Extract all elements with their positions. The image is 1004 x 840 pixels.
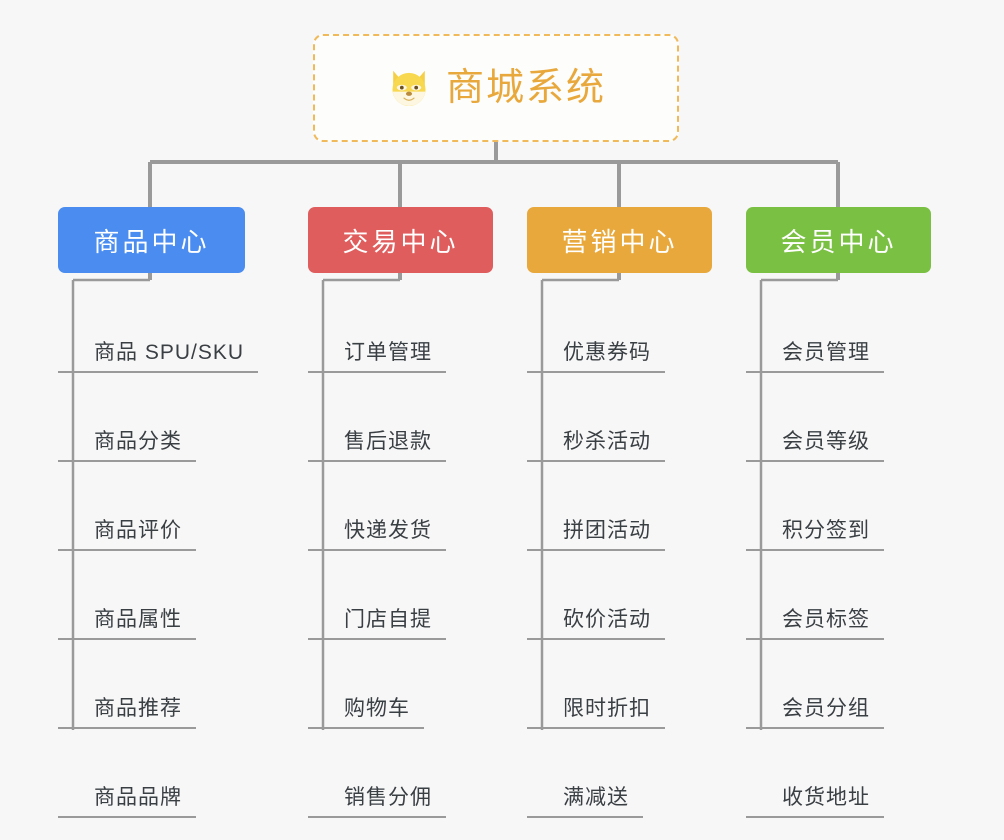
leaf-list-member-center: 会员管理会员等级积分签到会员标签会员分组收货地址 (746, 273, 931, 818)
list-item[interactable]: 销售分佣 (308, 729, 446, 818)
list-item[interactable]: 商品品牌 (58, 729, 196, 818)
root-node[interactable]: 商城系统 (313, 34, 679, 142)
leaf-label: 会员标签 (746, 607, 884, 640)
leaf-label: 拼团活动 (527, 518, 665, 551)
list-item[interactable]: 优惠券码 (527, 284, 665, 373)
list-item[interactable]: 砍价活动 (527, 551, 665, 640)
list-item[interactable]: 秒杀活动 (527, 373, 665, 462)
category-header-trade-center[interactable]: 交易中心 (308, 207, 493, 273)
list-item[interactable]: 商品属性 (58, 551, 196, 640)
leaf-label: 商品属性 (58, 607, 196, 640)
list-item[interactable]: 积分签到 (746, 462, 884, 551)
leaf-label: 售后退款 (308, 429, 446, 462)
list-item[interactable]: 满减送 (527, 729, 643, 818)
list-item[interactable]: 订单管理 (308, 284, 446, 373)
leaf-list-trade-center: 订单管理售后退款快递发货门店自提购物车销售分佣 (308, 273, 493, 818)
list-item[interactable]: 快递发货 (308, 462, 446, 551)
leaf-label: 秒杀活动 (527, 429, 665, 462)
list-item[interactable]: 拼团活动 (527, 462, 665, 551)
list-item[interactable]: 门店自提 (308, 551, 446, 640)
shiba-dog-face-icon (392, 70, 426, 106)
leaf-label: 会员管理 (746, 340, 884, 373)
leaf-label: 购物车 (308, 696, 424, 729)
leaf-label: 限时折扣 (527, 696, 665, 729)
leaf-label: 会员分组 (746, 696, 884, 729)
leaf-label: 积分签到 (746, 518, 884, 551)
leaf-label: 商品分类 (58, 429, 196, 462)
leaf-label: 商品 SPU/SKU (58, 340, 259, 373)
leaf-label: 优惠券码 (527, 340, 665, 373)
category-column-marketing-center: 营销中心优惠券码秒杀活动拼团活动砍价活动限时折扣满减送 (527, 207, 712, 818)
list-item[interactable]: 会员标签 (746, 551, 884, 640)
category-header-product-center[interactable]: 商品中心 (58, 207, 245, 273)
list-item[interactable]: 售后退款 (308, 373, 446, 462)
leaf-label: 快递发货 (308, 518, 446, 551)
list-item[interactable]: 收货地址 (746, 729, 884, 818)
leaf-label: 商品评价 (58, 518, 196, 551)
category-header-member-center[interactable]: 会员中心 (746, 207, 931, 273)
leaf-list-marketing-center: 优惠券码秒杀活动拼团活动砍价活动限时折扣满减送 (527, 273, 712, 818)
leaf-label: 商品品牌 (58, 785, 196, 818)
category-column-trade-center: 交易中心订单管理售后退款快递发货门店自提购物车销售分佣 (308, 207, 493, 818)
leaf-label: 销售分佣 (308, 785, 446, 818)
root-title: 商城系统 (445, 67, 606, 109)
leaf-label: 订单管理 (308, 340, 446, 373)
list-item[interactable]: 购物车 (308, 640, 424, 729)
list-item[interactable]: 会员管理 (746, 284, 884, 373)
leaf-label: 会员等级 (746, 429, 884, 462)
category-column-product-center: 商品中心商品 SPU/SKU 商品分类商品评价商品属性商品推荐商品品牌 (58, 207, 259, 818)
leaf-label: 满减送 (527, 785, 643, 818)
list-item[interactable]: 商品评价 (58, 462, 196, 551)
list-item[interactable]: 商品 SPU/SKU (58, 284, 259, 373)
list-item[interactable]: 商品推荐 (58, 640, 196, 729)
leaf-label: 商品推荐 (58, 696, 196, 729)
leaf-list-product-center: 商品 SPU/SKU 商品分类商品评价商品属性商品推荐商品品牌 (58, 273, 259, 818)
category-column-member-center: 会员中心会员管理会员等级积分签到会员标签会员分组收货地址 (746, 207, 931, 818)
category-header-marketing-center[interactable]: 营销中心 (527, 207, 712, 273)
list-item[interactable]: 会员分组 (746, 640, 884, 729)
list-item[interactable]: 会员等级 (746, 373, 884, 462)
list-item[interactable]: 限时折扣 (527, 640, 665, 729)
list-item[interactable]: 商品分类 (58, 373, 196, 462)
leaf-label: 砍价活动 (527, 607, 665, 640)
leaf-label: 门店自提 (308, 607, 446, 640)
leaf-label: 收货地址 (746, 785, 884, 818)
